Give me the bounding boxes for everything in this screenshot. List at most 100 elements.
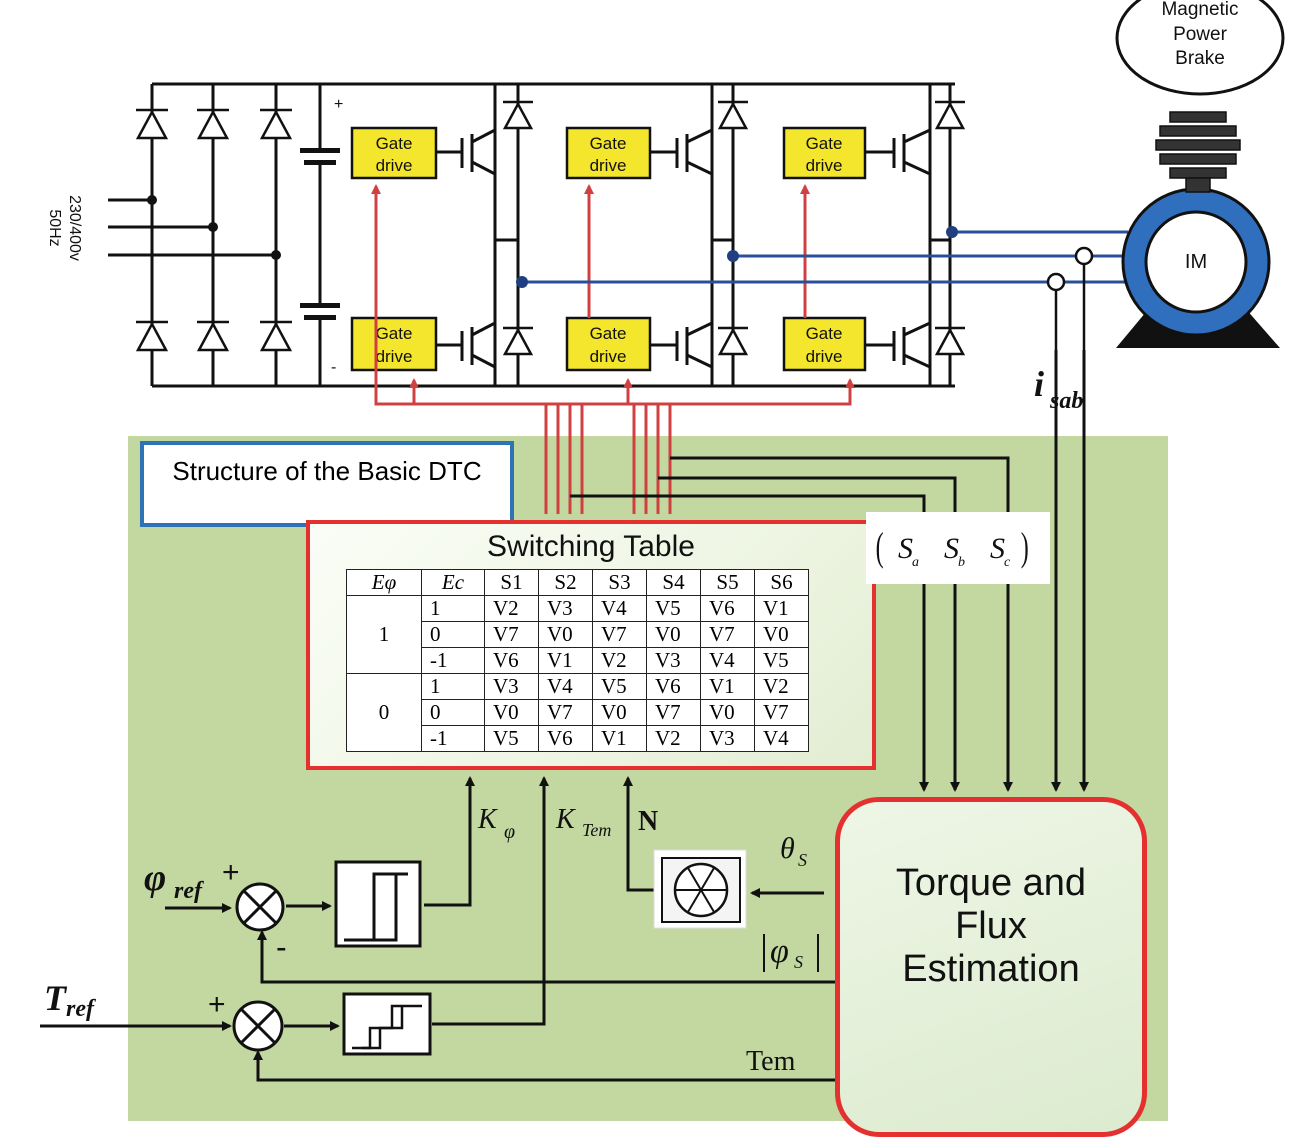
vector-cell: V0 bbox=[646, 621, 701, 648]
svg-text:): ) bbox=[1021, 526, 1029, 570]
svg-text:Magnetic: Magnetic bbox=[1161, 0, 1238, 20]
svg-text:drive: drive bbox=[590, 347, 627, 366]
vector-cell: V2 bbox=[592, 647, 647, 674]
current-sensors bbox=[1046, 246, 1094, 350]
estimation-line-2: Flux bbox=[955, 905, 1027, 947]
switching-table-block: Switching Table Eφ Ec S1 S2 S3 S4 S5 S6 … bbox=[306, 520, 876, 770]
svg-text:S: S bbox=[944, 532, 959, 565]
induction-motor: IM bbox=[1116, 187, 1280, 348]
k-tem-label: K Tem bbox=[555, 804, 611, 840]
svg-text:(: ( bbox=[876, 526, 884, 570]
theta-s-label: θ S bbox=[780, 832, 807, 870]
vector-cell: V3 bbox=[646, 647, 701, 674]
svg-text:φ: φ bbox=[144, 857, 166, 899]
vector-cell: V7 bbox=[484, 621, 539, 648]
vector-cell: V1 bbox=[592, 725, 647, 752]
switch-states-label-box: ( S a S b S c ) bbox=[866, 512, 1050, 584]
svg-text:K: K bbox=[555, 804, 576, 835]
switching-table-title: Switching Table bbox=[487, 530, 695, 563]
structure-title: Structure of the Basic DTC bbox=[172, 456, 482, 486]
phi-ref-label: φ ref bbox=[144, 857, 204, 904]
switch-state-feedback-wires bbox=[570, 350, 1089, 792]
supply-label: 230/400v 50Hz bbox=[46, 195, 83, 261]
vector-cell: V0 bbox=[538, 621, 593, 648]
ec-cell: 0 bbox=[421, 621, 485, 648]
vector-cell: V2 bbox=[754, 673, 809, 700]
table-row: 0 V7 V0 V7 V0 V7 V0 bbox=[347, 621, 809, 648]
vector-cell: V5 bbox=[484, 725, 539, 752]
vector-cell: V5 bbox=[754, 647, 809, 674]
svg-text:i: i bbox=[1034, 364, 1044, 404]
motor-shaft-coupling bbox=[1155, 111, 1241, 193]
motor-label: IM bbox=[1185, 251, 1207, 273]
phase-wires bbox=[518, 230, 1128, 284]
flux-magnitude-label: φ S bbox=[763, 933, 819, 972]
svg-text:drive: drive bbox=[806, 347, 843, 366]
sector-number-label: N bbox=[638, 806, 658, 837]
table-header-row: Eφ Ec S1 S2 S3 S4 S5 S6 bbox=[346, 569, 809, 596]
svg-text:50Hz: 50Hz bbox=[46, 209, 63, 246]
vector-cell: V6 bbox=[646, 673, 701, 700]
structure-title-box: Structure of the Basic DTC bbox=[140, 441, 514, 527]
svg-text:Gate: Gate bbox=[590, 134, 627, 153]
igbt-switches bbox=[436, 128, 931, 369]
vector-cell: V6 bbox=[538, 725, 593, 752]
vector-cell: V0 bbox=[754, 621, 809, 648]
table-row: 1 1 V2 V3 V4 V5 V6 V1 bbox=[346, 595, 809, 674]
svg-text:sab: sab bbox=[1049, 388, 1083, 414]
svg-text:b: b bbox=[958, 555, 965, 570]
svg-text:Gate: Gate bbox=[806, 134, 843, 153]
phase-junction-dots bbox=[516, 226, 958, 288]
svg-text:Gate: Gate bbox=[376, 134, 413, 153]
vector-cell: V1 bbox=[538, 647, 593, 674]
table-header-cell: S2 bbox=[538, 569, 593, 596]
e-phi-cell: 0 bbox=[346, 673, 422, 752]
ec-cell: -1 bbox=[421, 725, 485, 752]
svg-text:Gate: Gate bbox=[590, 324, 627, 343]
svg-text:S: S bbox=[794, 952, 803, 972]
svg-text:Power: Power bbox=[1173, 24, 1228, 45]
vector-cell: V5 bbox=[646, 595, 701, 622]
vector-cell: V1 bbox=[754, 595, 809, 622]
switching-table: Eφ Ec S1 S2 S3 S4 S5 S6 1 1 V2 V3 V4 V5 … bbox=[346, 569, 809, 752]
svg-text:c: c bbox=[1004, 555, 1011, 570]
vector-cell: V3 bbox=[484, 673, 539, 700]
vector-cell: V2 bbox=[646, 725, 701, 752]
e-phi-cell: 1 bbox=[346, 595, 422, 674]
gate-drive-lower-c: Gate drive bbox=[782, 316, 867, 372]
vector-cell: V4 bbox=[538, 673, 593, 700]
dc-plus-sign: + bbox=[334, 96, 343, 113]
svg-text:T: T bbox=[44, 978, 68, 1018]
svg-text:drive: drive bbox=[376, 156, 413, 175]
torque-summing-junction bbox=[232, 1000, 284, 1052]
vector-cell: V6 bbox=[484, 647, 539, 674]
flux-minus-sign: - bbox=[276, 929, 287, 965]
table-header-cell: S1 bbox=[484, 569, 539, 596]
svg-text:230/400v: 230/400v bbox=[66, 195, 83, 261]
gate-drive-upper-b: Gate drive bbox=[565, 126, 652, 180]
vector-cell: V3 bbox=[538, 595, 593, 622]
svg-text:θ: θ bbox=[780, 832, 795, 865]
vector-cell: V4 bbox=[592, 595, 647, 622]
svg-text:drive: drive bbox=[590, 156, 627, 175]
table-row: -1 V5 V6 V1 V2 V3 V4 bbox=[347, 725, 809, 752]
flux-plus-sign: + bbox=[222, 856, 240, 889]
table-header-cell: S5 bbox=[700, 569, 755, 596]
svg-text:Brake: Brake bbox=[1175, 48, 1225, 69]
gate-signal-wires bbox=[371, 184, 855, 514]
capacitor-symbols bbox=[300, 148, 340, 320]
svg-text:drive: drive bbox=[376, 347, 413, 366]
table-header-cell: S3 bbox=[592, 569, 647, 596]
flux-summing-junction bbox=[235, 882, 285, 932]
control-loop-wires bbox=[40, 776, 835, 1082]
vector-cell: V7 bbox=[646, 699, 701, 726]
magnetic-power-brake: Magnetic Power Brake bbox=[1115, 0, 1285, 96]
torque-flux-estimation-block: Torque and Flux Estimation bbox=[835, 797, 1147, 1137]
table-header-cell: Ec bbox=[421, 569, 485, 596]
t-ref-label: T ref bbox=[44, 978, 96, 1022]
tem-label: Tem bbox=[746, 1046, 796, 1077]
gate-drive-lower-a: Gate drive bbox=[350, 316, 438, 372]
ec-cell: -1 bbox=[421, 647, 485, 674]
svg-text:K: K bbox=[477, 804, 498, 835]
